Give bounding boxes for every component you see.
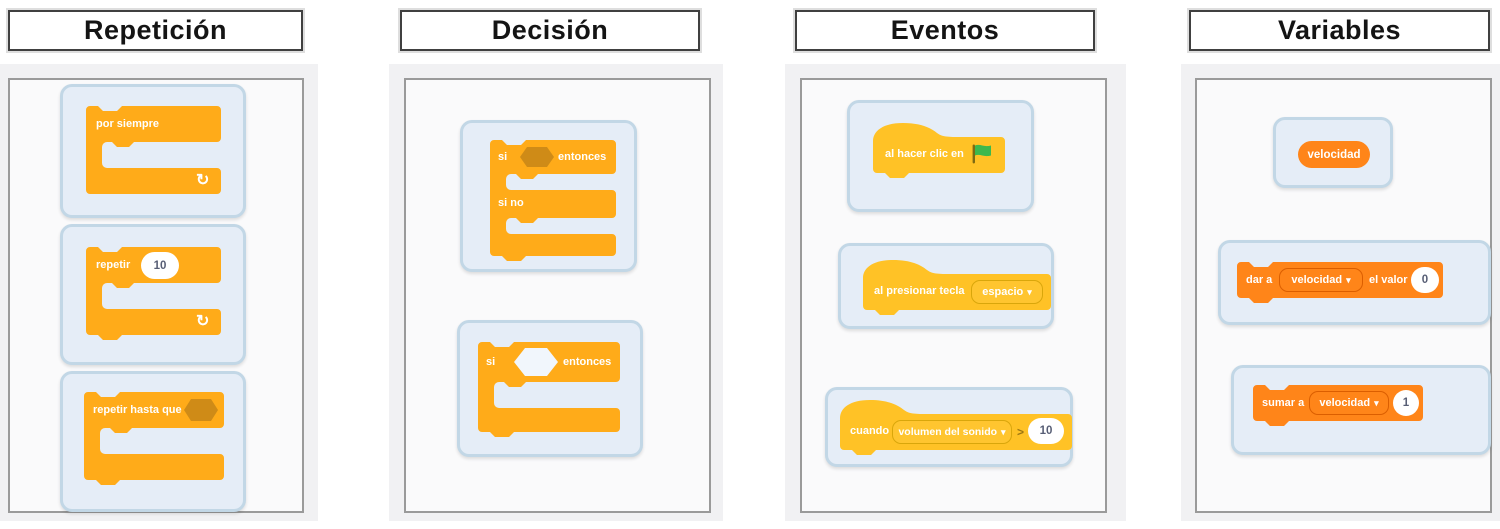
block-label-entonces: entonces: [563, 356, 612, 368]
repeat-block-path: [86, 247, 221, 340]
when-loudness-block[interactable]: cuando volumen del sonido ▾ > 10: [840, 400, 1072, 456]
forever-block-path: [86, 106, 221, 194]
flag-pole: [972, 144, 975, 164]
column-title: Repetición: [83, 15, 228, 45]
variable-dropdown[interactable]: velocidad ▾: [1309, 391, 1389, 415]
operator-label: >: [1017, 425, 1025, 439]
if-block-path: [478, 342, 620, 437]
dropdown-caret-icon: ▾: [1374, 397, 1379, 408]
column-title: Eventos: [890, 15, 1000, 45]
block-label-entonces: entonces: [558, 151, 607, 163]
if-else-block-path: [490, 140, 616, 261]
column-title: Variables: [1277, 15, 1402, 45]
block-label-si: si: [498, 151, 508, 163]
repeat-block[interactable]: repetir 10 ↻: [86, 247, 221, 345]
block-label: repetir: [96, 259, 131, 271]
column-title: Decisión: [491, 15, 609, 45]
number-input[interactable]: 10: [141, 252, 179, 279]
block-label-2: el valor: [1369, 274, 1408, 286]
block-label-si: si: [486, 356, 496, 368]
block-label: al hacer clic en: [885, 148, 964, 160]
block-label: al presionar tecla: [874, 285, 965, 297]
when-key-pressed-block[interactable]: al presionar tecla espacio ▾: [863, 260, 1051, 316]
hat-block-path: [873, 123, 1005, 178]
green-flag-icon: [972, 144, 991, 164]
boolean-slot-hexagon: [184, 399, 218, 421]
dropdown-caret-icon: ▾: [1346, 274, 1351, 285]
column-title-box-eventos: Eventos: [795, 10, 1095, 51]
forever-block-shape: [86, 106, 221, 194]
variable-dropdown[interactable]: velocidad ▾: [1279, 268, 1363, 292]
column-title-box-variables: Variables: [1189, 10, 1490, 51]
block-label: cuando: [850, 425, 890, 437]
loop-arrow-icon: ↻: [196, 313, 210, 330]
block-label: dar a: [1246, 274, 1273, 286]
boolean-slot-hexagon: [520, 147, 554, 167]
dropdown-value: velocidad: [1291, 274, 1343, 286]
column-title-box-decision: Decisión: [400, 10, 700, 51]
block-label: por siempre: [96, 118, 159, 130]
if-block[interactable]: si entonces: [478, 342, 620, 437]
if-else-block-shape: [490, 140, 616, 261]
dropdown-value: velocidad: [1319, 397, 1371, 409]
when-flag-clicked-block[interactable]: al hacer clic en: [873, 123, 1005, 179]
repeat-block-shape: [86, 247, 221, 340]
number-input[interactable]: 10: [1028, 418, 1064, 444]
flag-cloth: [975, 144, 991, 157]
dropdown-caret-icon: ▾: [1027, 286, 1032, 297]
block-label: repetir hasta que: [93, 404, 182, 416]
empty-boolean-slot-hexagon[interactable]: [514, 348, 558, 376]
if-block-shape: [478, 342, 620, 437]
block-label: sumar a: [1262, 397, 1305, 409]
number-input[interactable]: 0: [1411, 267, 1439, 293]
repeat-until-block-shape: [84, 392, 224, 485]
dropdown-value: volumen del sonido: [898, 426, 998, 438]
sensor-dropdown[interactable]: volumen del sonido ▾: [892, 420, 1012, 444]
dropdown-caret-icon: ▾: [1001, 426, 1006, 437]
if-else-block[interactable]: si entonces si no: [490, 140, 616, 266]
dropdown-value: espacio: [982, 286, 1024, 298]
variable-reporter[interactable]: velocidad: [1298, 141, 1370, 168]
number-input[interactable]: 1: [1393, 390, 1419, 416]
forever-block[interactable]: por siempre ↻: [86, 106, 221, 198]
set-variable-block[interactable]: dar a velocidad ▾ el valor 0: [1237, 262, 1443, 304]
key-dropdown[interactable]: espacio ▾: [971, 280, 1043, 304]
repeat-until-block[interactable]: repetir hasta que: [84, 392, 224, 490]
change-variable-block[interactable]: sumar a velocidad ▾ 1: [1253, 385, 1423, 427]
hat-block-shape: [873, 123, 1005, 178]
block-label-sino: si no: [498, 197, 524, 209]
column-title-box-repeticion: Repetición: [8, 10, 303, 51]
loop-arrow-icon: ↻: [196, 172, 210, 189]
